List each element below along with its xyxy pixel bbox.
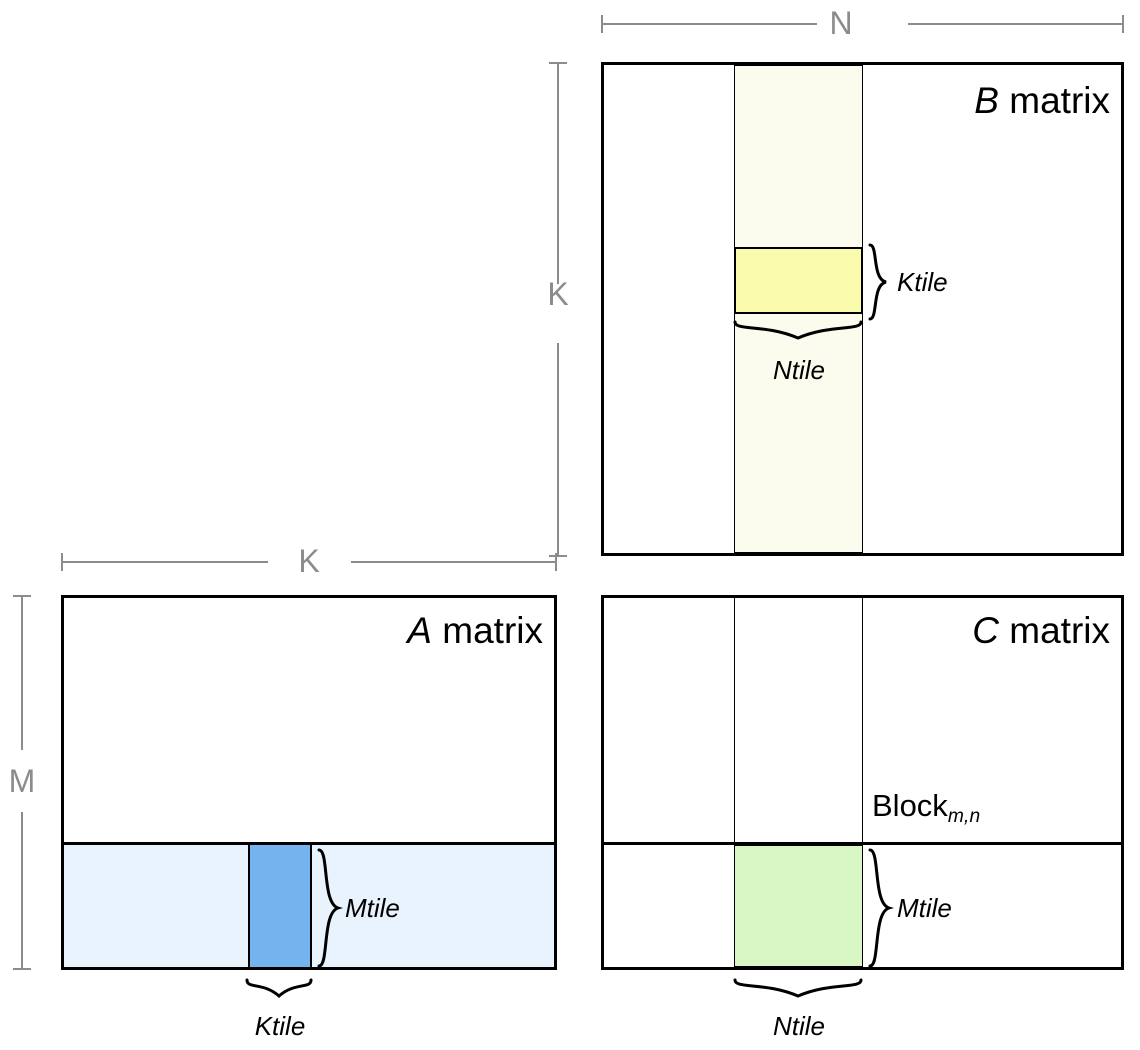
- b-matrix-ktile-label: Ktile: [897, 267, 948, 297]
- c-matrix-column-divider-left: [734, 598, 735, 967]
- a-matrix-mtile-label: Mtile: [345, 893, 400, 923]
- a-matrix-label: A matrix: [407, 612, 543, 649]
- dimension-k-horizontal-label: K: [298, 543, 320, 579]
- b-matrix-label: B matrix: [974, 82, 1110, 119]
- c-matrix-block-label: Blockm,n: [872, 788, 980, 826]
- c-matrix-ntile-brace: [733, 978, 863, 998]
- a-matrix-mtile-brace: [317, 848, 343, 968]
- c-matrix-block-label-subscript: m,n: [947, 805, 981, 827]
- c-matrix-block-tile: [734, 845, 863, 967]
- b-matrix-label-var: B: [974, 80, 999, 121]
- dimension-k-vertical-segment-bottom: [557, 343, 559, 557]
- dimension-m-segment-top: [21, 595, 23, 750]
- a-matrix-ktile-brace: [245, 978, 313, 998]
- c-matrix-column-divider-right: [862, 598, 863, 967]
- c-matrix-label-var: C: [972, 610, 999, 651]
- dimension-n-cap-right: [1122, 15, 1124, 33]
- c-matrix-block-label-text: Block: [872, 788, 948, 823]
- a-matrix-label-var: A: [407, 610, 432, 651]
- a-matrix-ktile-tile: [248, 845, 312, 967]
- c-matrix-label-word: matrix: [1009, 610, 1110, 651]
- a-matrix-row-divider: [61, 842, 557, 845]
- dimension-n-segment-left: [601, 23, 817, 25]
- dimension-m-cap-bottom: [13, 968, 31, 970]
- b-matrix-label-word: matrix: [1009, 80, 1110, 121]
- dimension-k-horizontal-segment-left: [61, 561, 268, 563]
- dimension-m-segment-bottom: [21, 812, 23, 970]
- dimension-k-vertical-label: K: [547, 276, 569, 312]
- b-matrix-ktile-tile: [734, 247, 863, 314]
- dimension-k-vertical-cap-bottom: [549, 555, 567, 557]
- b-matrix-ntile-label: Ntile: [772, 355, 826, 385]
- dimension-n-label: N: [829, 5, 853, 41]
- c-matrix-label: C matrix: [972, 612, 1110, 649]
- dimension-n-segment-right: [908, 23, 1123, 25]
- c-matrix-mtile-label: Mtile: [897, 893, 952, 923]
- c-matrix-row-divider: [601, 842, 1124, 845]
- dimension-m-label: M: [8, 763, 36, 799]
- dimension-k-horizontal-segment-right: [351, 561, 555, 563]
- c-matrix-ntile-label: Ntile: [772, 1011, 826, 1041]
- b-matrix-ntile-brace: [733, 320, 863, 340]
- a-matrix-label-word: matrix: [442, 610, 543, 651]
- dimension-k-horizontal-cap-right: [555, 553, 557, 571]
- dimension-k-vertical-segment-top: [557, 62, 559, 284]
- c-matrix-mtile-brace: [868, 848, 894, 968]
- a-matrix-ktile-label: Ktile: [254, 1011, 306, 1041]
- b-matrix-ktile-brace: [868, 243, 887, 321]
